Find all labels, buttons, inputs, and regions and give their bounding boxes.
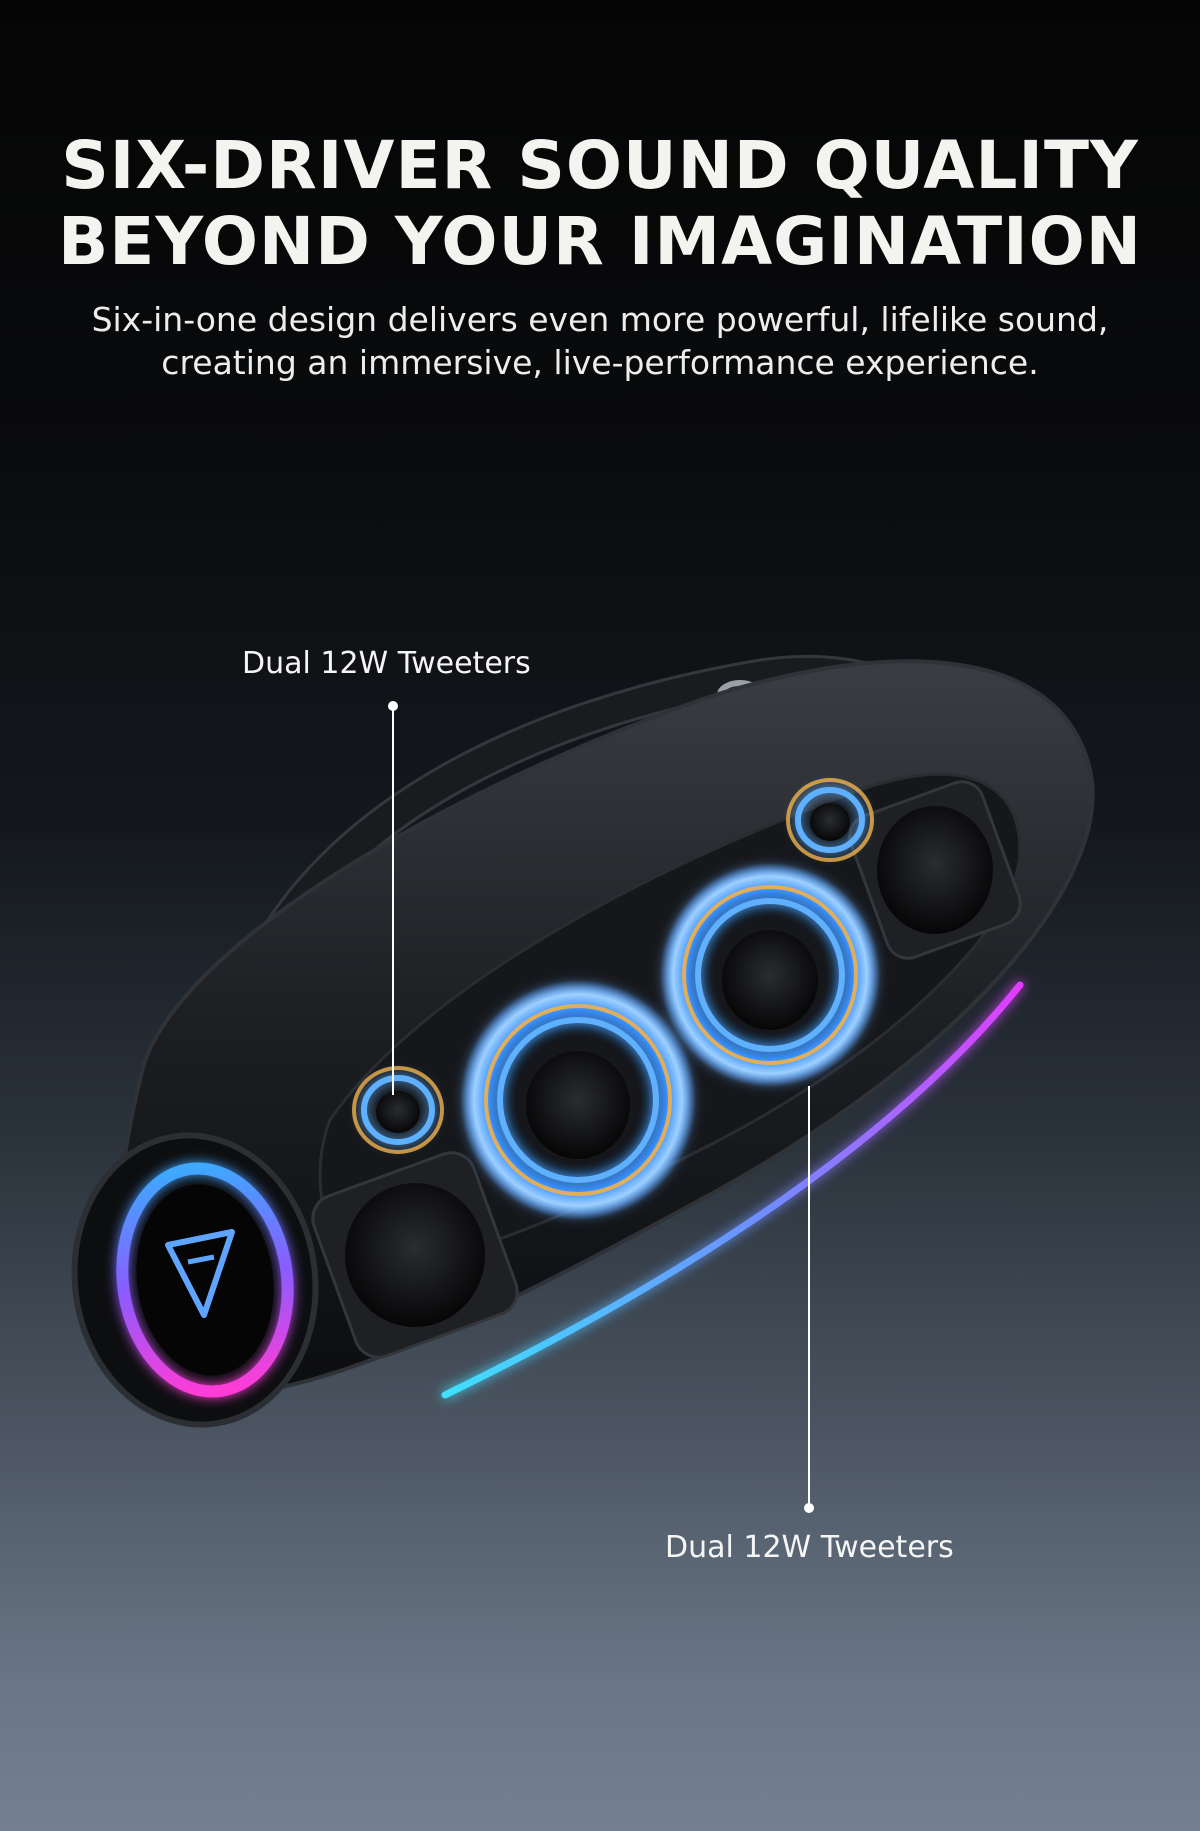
page-subtitle: Six-in-one design delivers even more pow… [0,298,1200,384]
passive-radiator-left [311,1151,519,1359]
tweeter-left [352,1066,444,1154]
callout-label-bottom: Dual 12W Tweeters [665,1530,954,1565]
callout-label-top: Dual 12W Tweeters [242,646,531,681]
page-headline: SIX-DRIVER SOUND QUALITY BEYOND YOUR IMA… [0,128,1200,280]
callout-line-top [388,701,398,1095]
woofer-right [660,863,880,1087]
subtitle-line-1: Six-in-one design delivers even more pow… [91,300,1109,339]
callout-line-bottom [804,1086,814,1513]
headline-line-2: BEYOND YOUR IMAGINATION [57,203,1143,280]
headline-line-1: SIX-DRIVER SOUND QUALITY [61,127,1139,204]
led-light-strip [441,981,1024,1399]
passive-radiator-right [848,780,1022,960]
speaker-end-cap [71,1132,319,1428]
woofer-left [460,980,696,1220]
triangle-a-logo-icon [165,1229,235,1318]
tweeter-right [786,778,874,862]
subtitle-line-2: creating an immersive, live-performance … [161,343,1039,382]
